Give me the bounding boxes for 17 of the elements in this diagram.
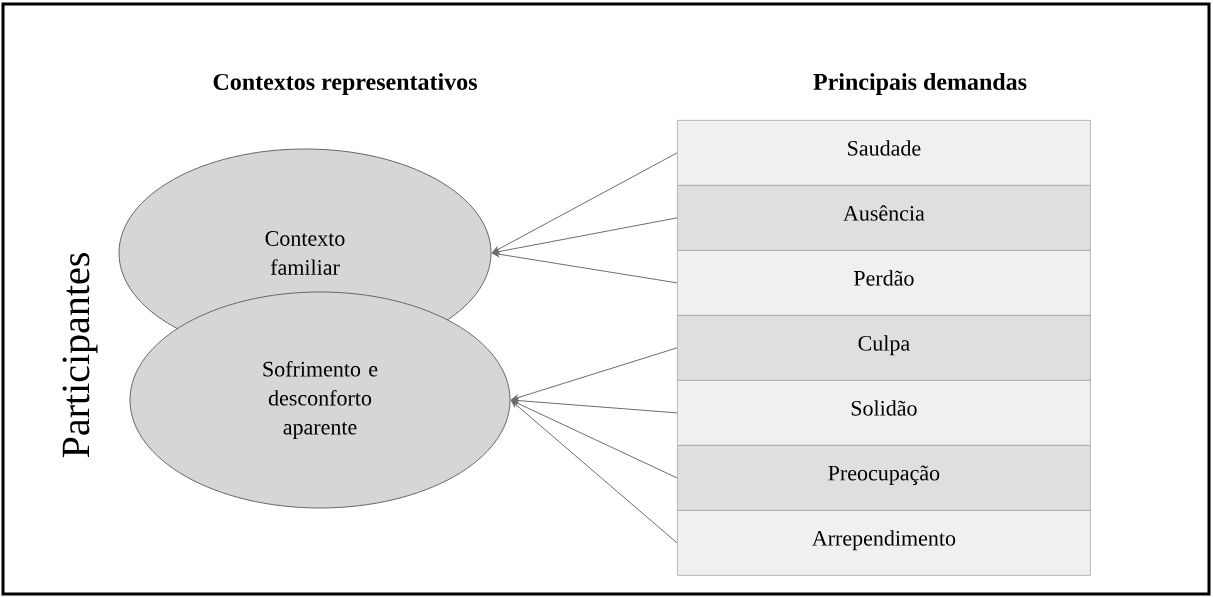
arrow bbox=[492, 152, 678, 253]
column-heading: Principais demandas bbox=[813, 73, 1027, 95]
arrow bbox=[511, 400, 678, 544]
arrow bbox=[492, 217, 678, 255]
demand-box: Preocupação bbox=[677, 445, 1091, 511]
arrow bbox=[492, 251, 678, 284]
demand-box: Ausência bbox=[677, 185, 1091, 251]
arrow bbox=[511, 347, 678, 401]
demand-box: Solidão bbox=[677, 380, 1091, 446]
vertical-label: Participantes bbox=[62, 253, 98, 458]
arrow bbox=[511, 400, 678, 479]
demand-box: Arrependimento bbox=[677, 510, 1091, 576]
arrow bbox=[511, 397, 678, 414]
demand-box: Culpa bbox=[677, 315, 1091, 381]
demand-box: Saudade bbox=[677, 120, 1091, 186]
column-heading: Contextos representativos bbox=[213, 73, 477, 95]
demand-box: Perdão bbox=[677, 250, 1091, 316]
